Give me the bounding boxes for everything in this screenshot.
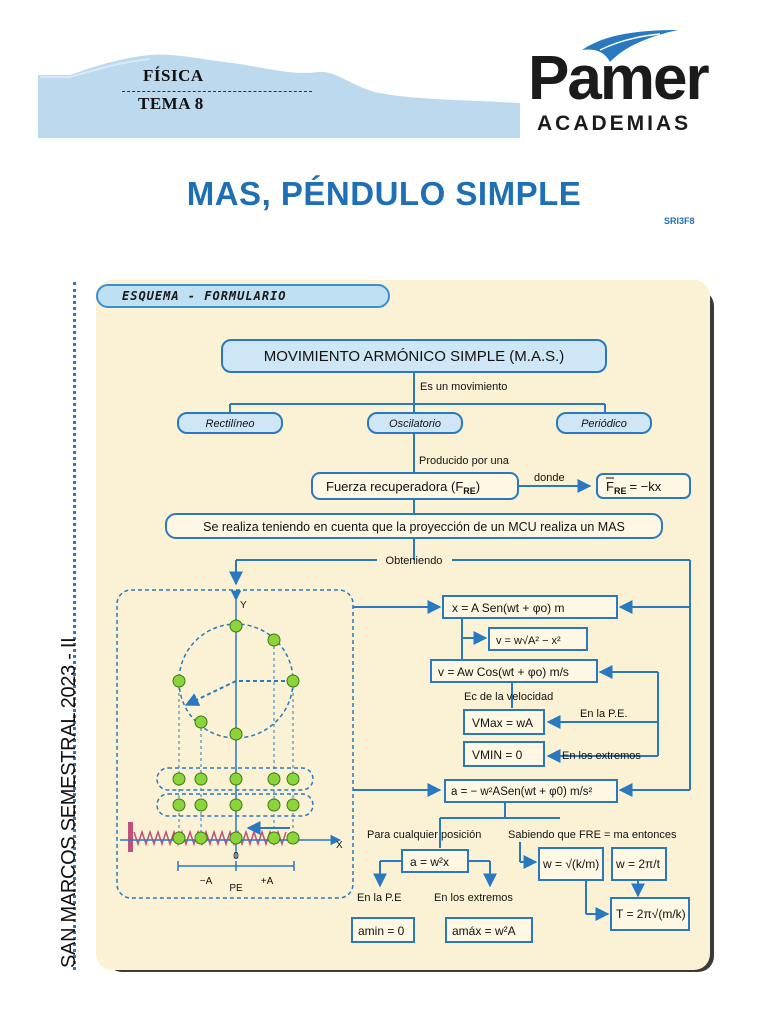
en-pe-label: En la P.E.: [580, 708, 628, 720]
header-rule: [122, 91, 312, 92]
proyeccion-label: Se realiza teniendo en cuenta que la pro…: [203, 520, 625, 534]
vx-equation-box: [430, 659, 598, 683]
vmax-equation: VMax = wA: [472, 716, 533, 730]
vx-equation: v = Aw Cos(wt + φo) m/s: [438, 665, 569, 679]
en-extremos-label: En los extremos: [562, 750, 641, 762]
w-sqrt-box: [538, 847, 604, 881]
fre-box: [596, 473, 691, 499]
type-periodico: Periódico: [581, 418, 627, 430]
amax-equation: amáx = w²A: [452, 924, 516, 938]
plus-a-label: +A: [261, 876, 274, 887]
ec-velocidad-label: Ec de la velocidad: [464, 691, 553, 703]
w-2pi-equation: w = 2π/t: [615, 857, 661, 871]
obteniendo-label: Obteniendo: [386, 555, 443, 567]
origin-label: 0: [233, 851, 239, 862]
w-sqrt-equation: w = √(k/m): [542, 857, 599, 871]
vmin-box: [463, 741, 545, 767]
type-oscilatorio: Oscilatorio: [389, 418, 441, 430]
sabiendo-label: Sabiendo que FRE = ma entonces: [508, 829, 677, 841]
v-equation: v = w√A² − x²: [496, 635, 561, 647]
document-code: SRI3F8: [664, 216, 695, 226]
fre-formula: FRE= −kx: [606, 479, 662, 496]
a-w2x-equation: a = w²x: [410, 855, 449, 869]
brand-swoosh-icon: [582, 30, 678, 62]
minus-a-label: −A: [200, 876, 213, 887]
esquema-badge-label: ESQUEMA - FORMULARIO: [122, 289, 287, 303]
fuerza-label: Fuerza recuperadora (FRE): [326, 479, 480, 496]
en-los-extremos-label: En los extremos: [434, 892, 513, 904]
a-equation: a = − w²ASen(wt + φ0) m/s²: [451, 786, 593, 798]
brand-subtitle: ACADEMIAS: [537, 112, 692, 135]
period-box: [610, 897, 690, 931]
es-un-label: Es un movimiento: [420, 381, 507, 393]
oscillating-balls: [172, 619, 300, 845]
pe-label: PE: [229, 883, 243, 894]
para-cualquier-label: Para cualquier posición: [367, 829, 481, 841]
amin-equation: amin = 0: [358, 924, 405, 938]
amin-box: [351, 917, 415, 943]
period-equation: T = 2π√(m/k): [616, 907, 686, 921]
main-title: MOVIMIENTO ARMÓNICO SIMPLE (M.A.S.): [264, 348, 565, 365]
wall-icon: [128, 822, 133, 852]
esquema-badge: [96, 284, 390, 308]
vmin-equation: VMIN = 0: [472, 748, 523, 762]
en-la-pe-label: En la P.E: [357, 892, 401, 904]
side-dotted-rule: [73, 282, 76, 970]
header-subject: FÍSICA: [143, 66, 204, 85]
header-topic: TEMA 8: [138, 94, 204, 113]
vmax-box: [463, 709, 545, 735]
producido-label: Producido por una: [419, 455, 510, 467]
header-banner: [38, 54, 520, 138]
w-2pi-box: [611, 847, 667, 881]
type-rectilineo: Rectilíneo: [206, 418, 255, 430]
type-rectilineo-box: [177, 412, 283, 434]
donde-label: donde: [534, 472, 565, 484]
a-equation-box: [444, 779, 618, 803]
axis-x-label: X: [336, 840, 343, 851]
page-title: MAS, PÉNDULO SIMPLE: [186, 175, 582, 212]
x-equation-box: [442, 595, 618, 619]
x-equation: x = A Sen(wt + φo) m: [452, 601, 565, 615]
spring-icon: [133, 829, 287, 847]
v-equation-box: [488, 627, 588, 651]
axis-y-label: Y: [240, 600, 247, 611]
brand-name: Pamer: [528, 44, 710, 113]
type-periodico-box: [556, 412, 652, 434]
amax-box: [445, 917, 533, 943]
